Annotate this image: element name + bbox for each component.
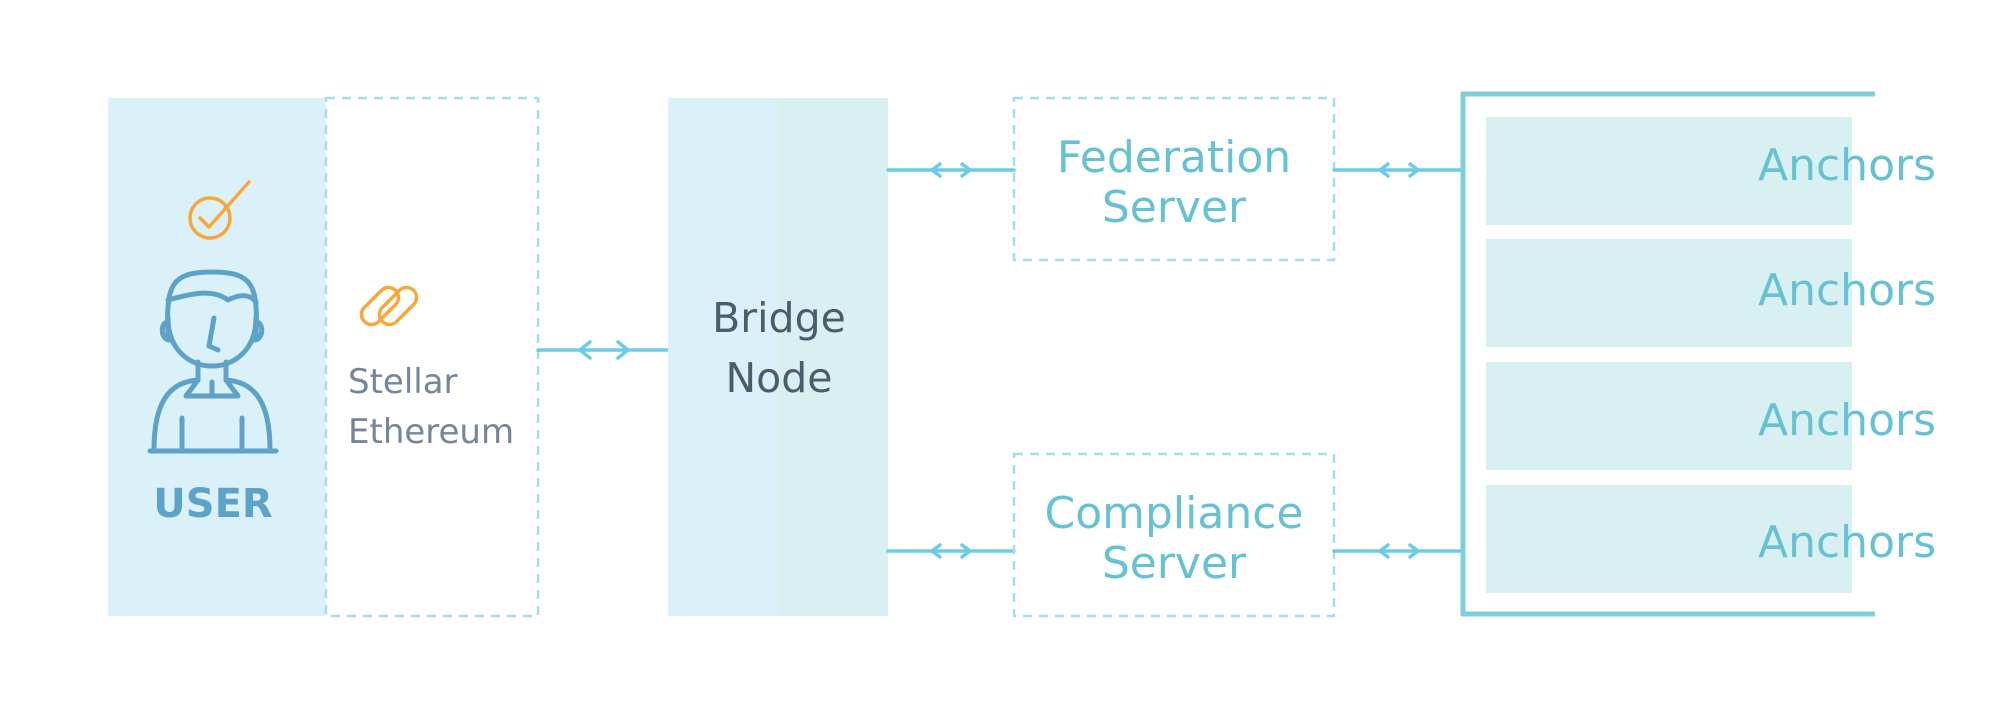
bridge-node-line-2: Node	[725, 354, 832, 402]
compliance-server-box	[1012, 452, 1336, 618]
connector-federation-anchors	[1332, 162, 1464, 178]
bridge-node-box-left	[668, 98, 778, 616]
connector-wallet-bridge	[536, 340, 670, 360]
compliance-server-line-2: Server	[1102, 538, 1247, 589]
anchor-row-2	[1486, 239, 1852, 347]
connector-compliance-anchors	[1332, 543, 1464, 559]
anchor-label-4: Anchors	[1758, 517, 1936, 568]
federation-server-line-1: Federation	[1057, 132, 1291, 183]
federation-server-box	[1012, 96, 1336, 262]
link-icon	[359, 285, 419, 327]
bridge-node-line-1: Bridge	[712, 294, 846, 342]
connector-bridge-compliance	[886, 543, 1016, 559]
wallet-line-2: Ethereum	[348, 412, 514, 452]
anchor-row-4	[1486, 485, 1852, 593]
anchor-label-1: Anchors	[1758, 140, 1936, 191]
anchor-row-3	[1486, 362, 1852, 470]
anchor-label-2: Anchors	[1758, 265, 1936, 316]
user-label: USER	[153, 481, 272, 527]
bridge-node-box-right	[778, 98, 888, 616]
anchor-label-3: Anchors	[1758, 395, 1936, 446]
user-icon	[147, 269, 279, 454]
anchors-frame	[1460, 91, 1875, 617]
wallet-line-1: Stellar	[348, 362, 458, 402]
connector-bridge-federation	[886, 162, 1016, 178]
wallet-panel	[324, 96, 540, 618]
user-panel	[108, 98, 326, 616]
anchor-row-1	[1486, 117, 1852, 225]
compliance-server-line-1: Compliance	[1045, 488, 1304, 539]
check-circle-icon	[188, 180, 251, 240]
federation-server-line-2: Server	[1102, 182, 1247, 233]
